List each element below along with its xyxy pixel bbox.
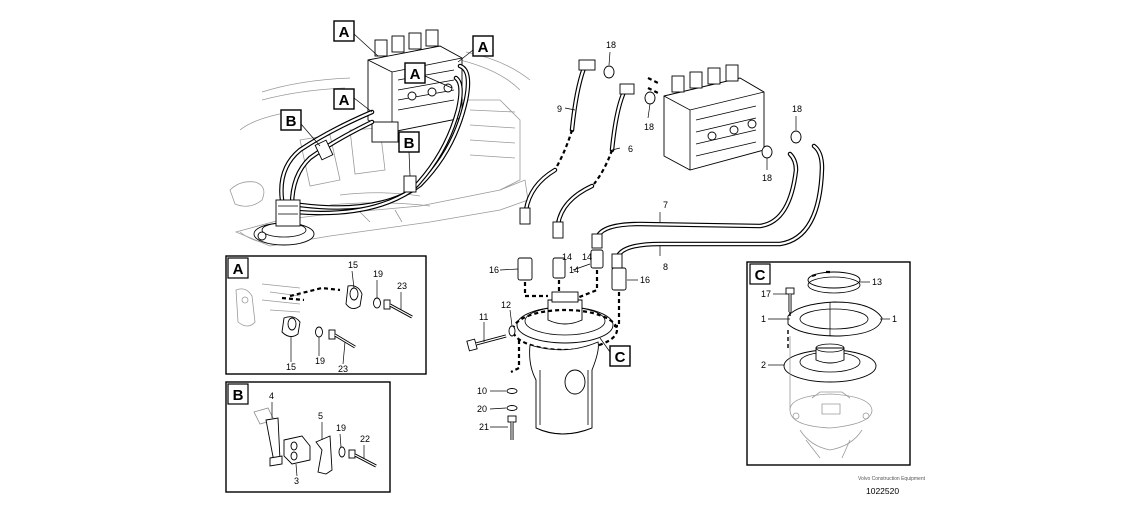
- part-number-2: 2: [761, 360, 766, 370]
- hose-9: [519, 59, 596, 225]
- washer-20: [506, 405, 518, 411]
- part-number-16: 16: [640, 275, 650, 285]
- part-number-19: 19: [315, 356, 325, 366]
- part-number-3: 3: [294, 476, 299, 486]
- hose-8: [611, 143, 825, 269]
- part-number-19: 19: [336, 423, 346, 433]
- callout-A-4: A: [333, 88, 373, 113]
- part-number-10: 10: [477, 386, 487, 396]
- part-number-15: 15: [286, 362, 296, 372]
- callout-label: A: [339, 24, 350, 41]
- fitting-14-left: [552, 257, 566, 300]
- callout-label: A: [410, 66, 421, 83]
- part-number-4: 4: [269, 391, 274, 401]
- o-ring-18-set: [603, 51, 802, 170]
- part-number-11: 11: [479, 312, 488, 322]
- part-number-22: 22: [360, 434, 370, 444]
- callout-label: B: [286, 113, 297, 130]
- part-number-20: 20: [477, 404, 487, 414]
- callout-A-1: A: [333, 20, 379, 57]
- part-number-14: 14: [582, 252, 592, 262]
- part-number-12: 12: [501, 300, 511, 310]
- main-part-labels: 18 9 18 6 18 18 7 8 16 14 14 14 16 12 11…: [477, 40, 802, 432]
- swivel-joint-upper: [239, 199, 315, 246]
- part-number-16: 16: [489, 265, 499, 275]
- fitting-16-left: [517, 257, 548, 298]
- detail-B-label: B: [233, 387, 244, 404]
- callout-label: B: [404, 135, 415, 152]
- callout-A-2: A: [457, 35, 494, 63]
- bolt-21: [507, 415, 517, 440]
- part-number-6: 6: [628, 144, 633, 154]
- part-number-15: 15: [348, 260, 358, 270]
- hose-7: [591, 151, 799, 249]
- part-number-13: 13: [872, 277, 882, 287]
- detail-B-panel: B 4 5 19 22 3: [225, 381, 391, 493]
- callout-B-1: B: [280, 109, 321, 147]
- fitting-14-right: [571, 249, 604, 302]
- control-valve-right: [647, 64, 765, 171]
- part-number-9: 9: [557, 104, 562, 114]
- part-number-1: 1: [761, 314, 766, 324]
- footer: Volvo Construction Equipment 1022520: [858, 476, 926, 496]
- callout-B-2: B: [398, 131, 420, 177]
- hose-6: [552, 83, 635, 239]
- part-number-18: 18: [762, 173, 772, 183]
- part-number-5: 5: [318, 411, 323, 421]
- part-number-14: 14: [562, 252, 572, 262]
- detail-A-panel: A 15 19 23 15 19 23: [225, 255, 427, 375]
- part-number-7: 7: [663, 200, 668, 210]
- callout-label: C: [615, 349, 626, 366]
- callout-label: A: [478, 39, 489, 56]
- part-number-19: 19: [373, 269, 383, 279]
- callout-A-3: A: [404, 62, 453, 89]
- control-valve-upper: [367, 29, 463, 143]
- part-number-17: 17: [761, 289, 771, 299]
- part-number-18: 18: [606, 40, 616, 50]
- part-number-23: 23: [397, 281, 407, 291]
- part-number-8: 8: [663, 262, 668, 272]
- detail-C-label: C: [755, 267, 766, 284]
- callout-label: A: [339, 92, 350, 109]
- washer-10: [506, 388, 518, 394]
- brand-text: Volvo Construction Equipment: [858, 476, 926, 482]
- part-number-23: 23: [338, 364, 348, 374]
- callout-C-main: C: [599, 337, 631, 367]
- part-number-1: 1: [892, 314, 897, 324]
- washer-12: [508, 325, 516, 337]
- detail-C-panel: C 13 17 1 1 2: [746, 261, 911, 466]
- part-number-21: 21: [479, 422, 489, 432]
- detail-A-label: A: [233, 261, 244, 278]
- part-number-18: 18: [644, 122, 654, 132]
- drawing-number: 1022520: [866, 486, 899, 496]
- bolt-11: [466, 334, 507, 352]
- part-number-18: 18: [792, 104, 802, 114]
- swivel-joint-assembly: [510, 291, 619, 435]
